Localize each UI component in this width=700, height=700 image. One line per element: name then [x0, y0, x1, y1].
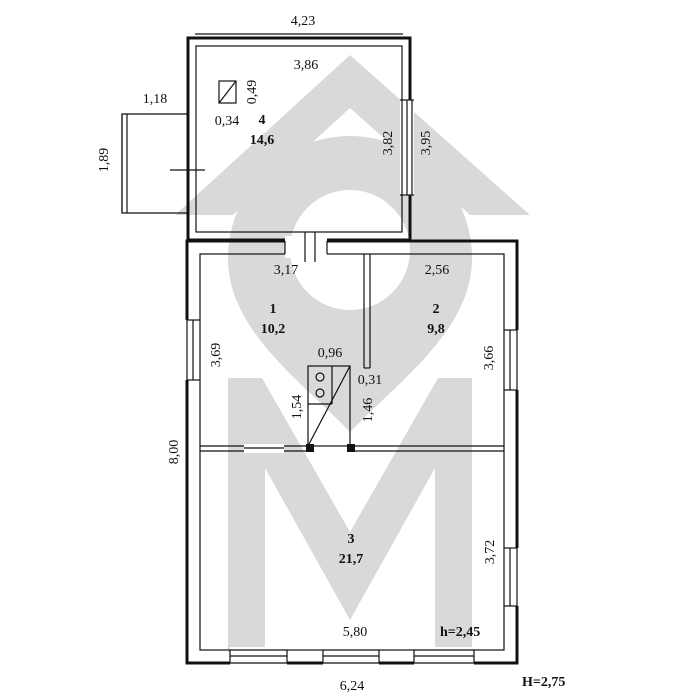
room2-area: 9,8	[427, 322, 445, 337]
dim-room4-outer-depth: 3,95	[419, 131, 434, 156]
dim-room3-width: 5,80	[343, 625, 368, 640]
house-walls	[185, 232, 519, 665]
dim-chimney-height: 0,49	[245, 80, 260, 105]
dim-chimney-width: 0,34	[215, 114, 240, 129]
dim-room1-width: 3,17	[274, 263, 299, 278]
window-right-room3	[500, 547, 520, 607]
room1-number: 1	[270, 302, 277, 317]
dim-room2-depth: 3,66	[482, 346, 497, 371]
room3-number: 3	[348, 532, 355, 547]
dim-stove-side: 1,46	[361, 398, 376, 423]
dim-porch-depth: 1,89	[97, 148, 112, 173]
dim-house-width: 6,24	[340, 679, 365, 694]
windows	[184, 319, 520, 667]
window-right-room2	[500, 329, 520, 391]
dim-house-depth: 8,00	[167, 440, 182, 465]
dim-room3-depth: 3,72	[483, 540, 498, 565]
chimney	[218, 80, 237, 104]
room4-area: 14,6	[250, 133, 275, 148]
dim-top-width: 4,23	[291, 14, 316, 29]
porch	[121, 113, 205, 214]
room2-number: 2	[433, 302, 440, 317]
dim-room4-inner-depth: 3,82	[381, 131, 396, 156]
room1-area: 10,2	[261, 322, 286, 337]
room3-area: 21,7	[339, 552, 364, 567]
dim-stove-gap: 0,31	[358, 373, 383, 388]
room4-number: 4	[259, 113, 266, 128]
partitions	[200, 254, 504, 453]
stove	[306, 365, 355, 452]
dim-stove-depth: 1,54	[290, 395, 305, 420]
height-outer: H=2,75	[522, 675, 565, 690]
dim-room2-width: 2,56	[425, 263, 450, 278]
dim-room1-depth: 3,69	[209, 343, 224, 368]
dim-porch-width: 1,18	[143, 92, 168, 107]
window-left-room1	[184, 319, 204, 381]
window-bottom-3	[413, 647, 475, 667]
dim-room4-inner-width: 3,86	[294, 58, 319, 73]
window-bottom-1	[229, 647, 288, 667]
height-inner: h=2,45	[440, 625, 480, 640]
dim-stove-width: 0,96	[318, 346, 343, 361]
window-bottom-2	[322, 647, 380, 667]
